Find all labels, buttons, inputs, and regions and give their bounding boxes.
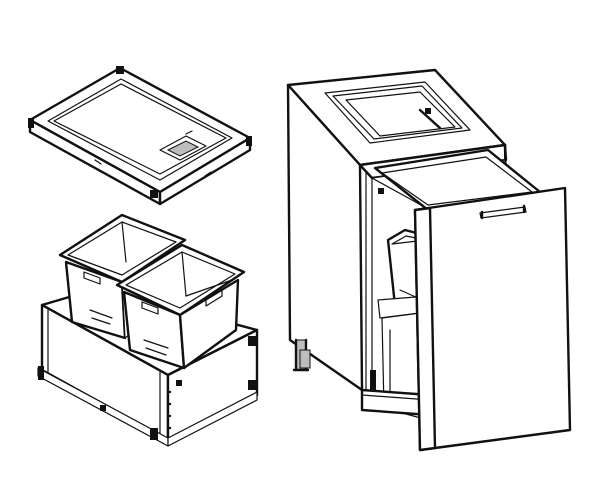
cabinet-door (413, 186, 572, 452)
drawer-lid-frame (28, 66, 252, 206)
lid-grip-cutout (159, 130, 207, 161)
door-handle (479, 204, 527, 220)
cabinet-legs (292, 338, 311, 372)
waste-bin-right (115, 243, 246, 370)
